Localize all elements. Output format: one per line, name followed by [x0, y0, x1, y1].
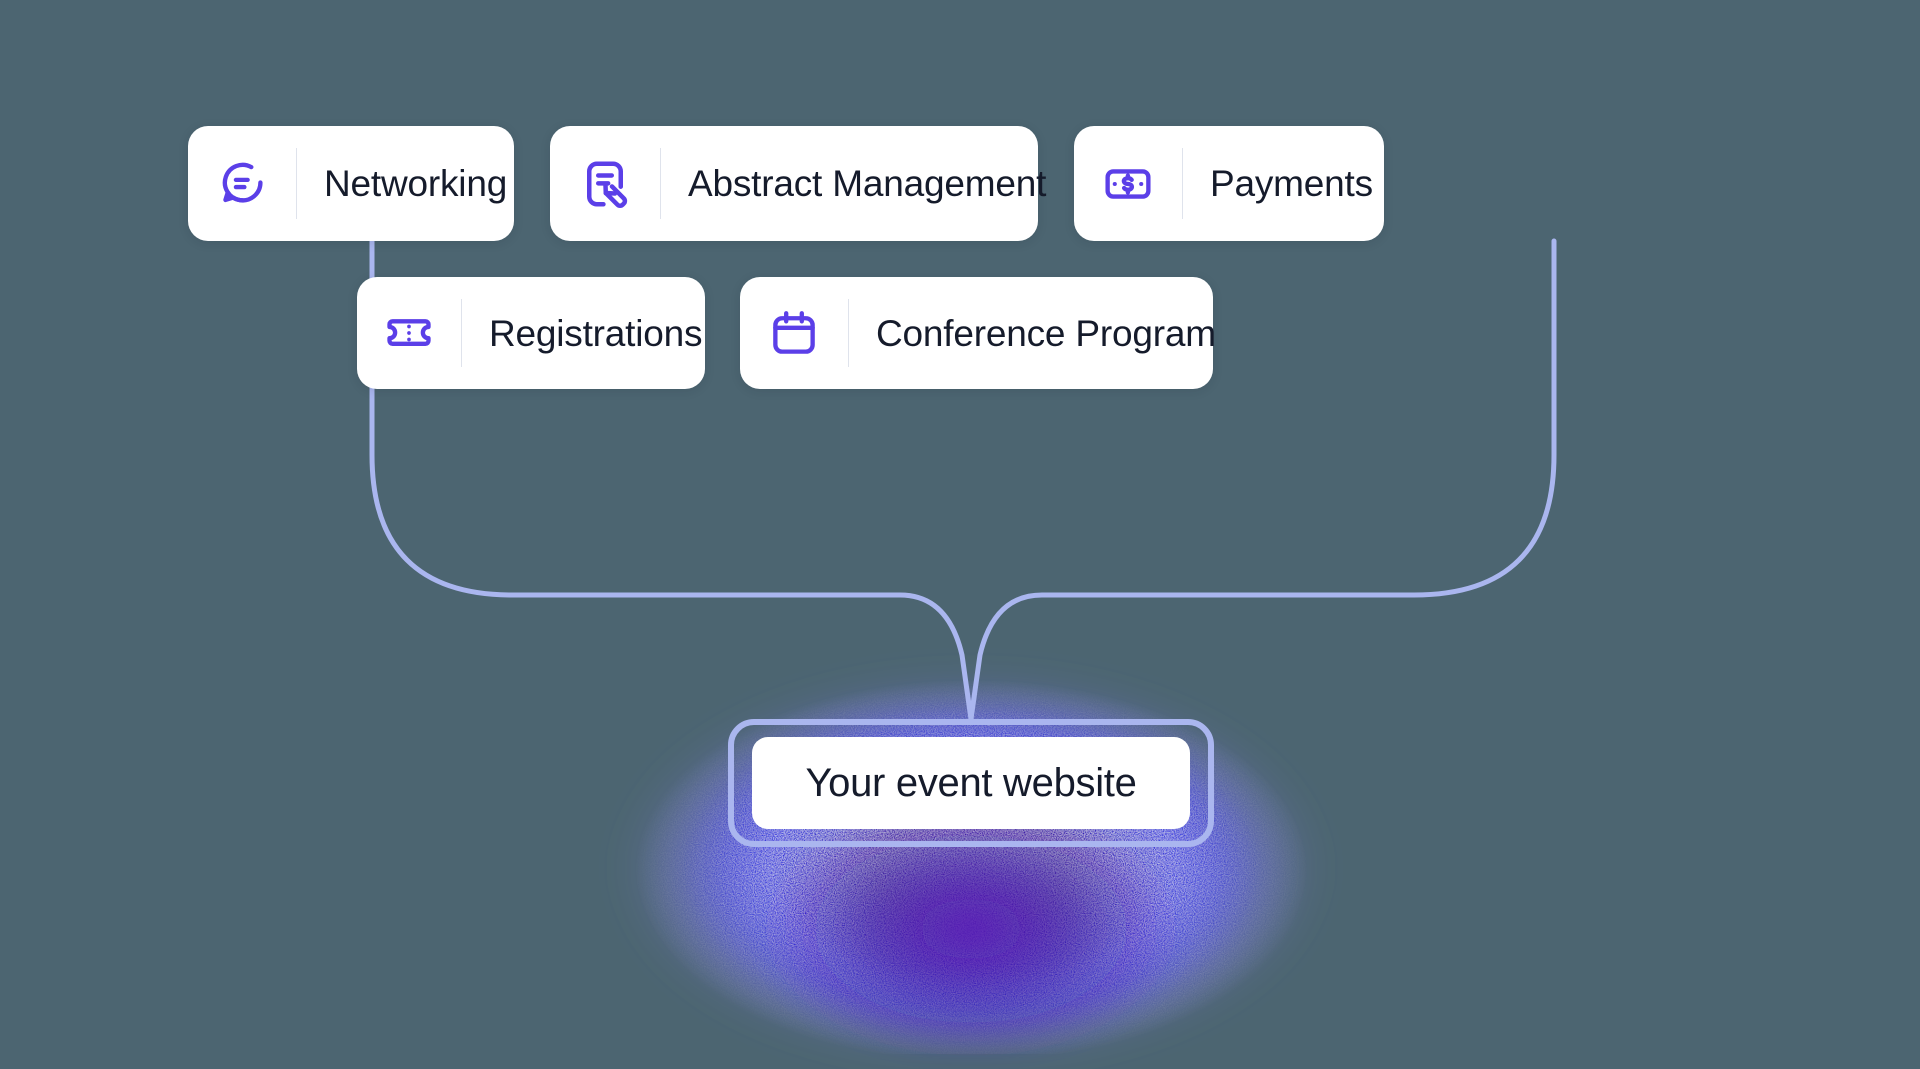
document-pen-icon [550, 157, 660, 211]
chat-bubble-icon [188, 158, 296, 210]
card-divider [660, 148, 661, 219]
feature-label: Conference Program [876, 312, 1216, 354]
feature-card-payments[interactable]: Payments [1074, 126, 1384, 241]
hub-label: Your event website [805, 761, 1137, 805]
hub-card-your-event-website[interactable]: Your event website [728, 719, 1214, 847]
card-divider [296, 148, 297, 219]
feature-card-registrations[interactable]: Registrations [357, 277, 705, 389]
calendar-icon [740, 307, 848, 359]
banknote-dollar-icon [1074, 158, 1182, 210]
hub-card-inner: Your event website [752, 737, 1190, 829]
feature-label: Abstract Management [688, 163, 1047, 204]
feature-card-networking[interactable]: Networking [188, 126, 514, 241]
feature-label: Networking [324, 163, 508, 204]
card-divider [1182, 148, 1183, 219]
feature-label: Payments [1210, 163, 1373, 204]
ticket-icon [357, 307, 461, 359]
feature-card-conference-program[interactable]: Conference Program [740, 277, 1216, 389]
feature-label: Registrations [489, 312, 703, 354]
feature-card-abstract-management[interactable]: Abstract Management [550, 126, 1046, 241]
